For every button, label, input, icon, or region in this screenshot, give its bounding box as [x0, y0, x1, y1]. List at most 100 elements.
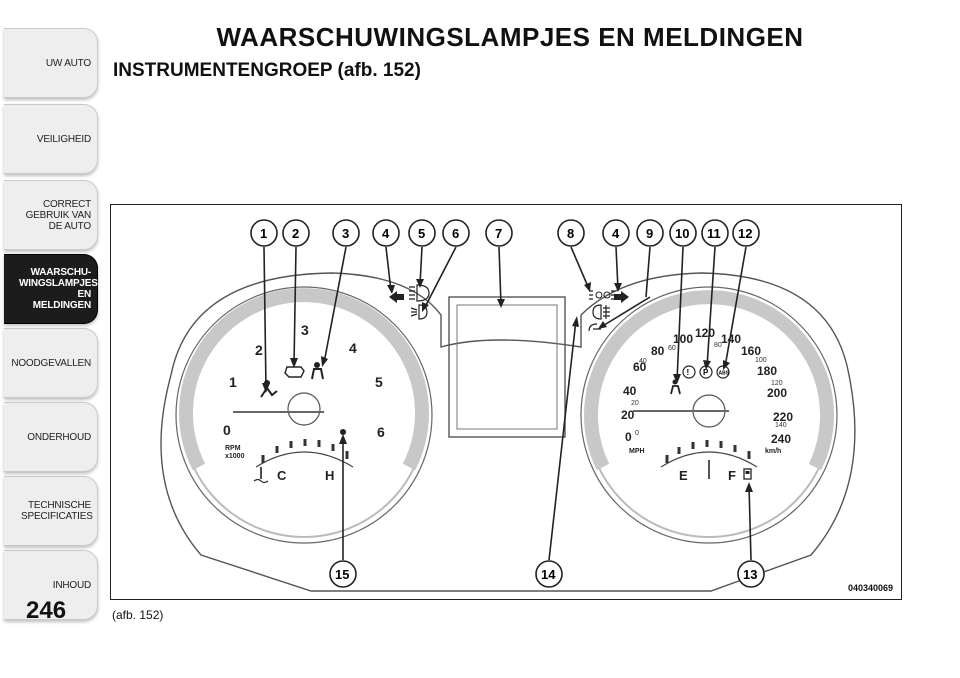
svg-text:10: 10 [675, 226, 689, 241]
tach-scale-label: x1000 [225, 453, 245, 460]
kmh-small-0: 0 [635, 430, 639, 437]
center-display-bezel [448, 296, 566, 438]
callout-2: 2 [282, 219, 310, 247]
callout-4a: 4 [372, 219, 400, 247]
section-heading: INSTRUMENTENGROEP (afb. 152) [113, 60, 421, 81]
svg-text:ABS: ABS [719, 371, 730, 377]
svg-text:3: 3 [342, 226, 349, 241]
tab-uw-auto[interactable]: UW AUTO [4, 28, 98, 98]
turn-right-icon [614, 291, 629, 303]
tach-number-3: 3 [301, 322, 309, 338]
coolant-temp-icon [253, 467, 269, 484]
speed-number-180: 180 [757, 364, 777, 378]
tab-waarschuwingslampjes[interactable]: WAARSCHU-WINGSLAMPJES EN MELDINGEN [4, 254, 98, 324]
fuel-pump-icon [743, 468, 752, 480]
temp-hot-label: H [325, 468, 334, 483]
page-title: WAARSCHUWINGSLAMPJES EN MELDINGEN [216, 22, 804, 52]
unit-kmh-label: km/h [765, 448, 781, 455]
speed-number-100: 100 [673, 332, 693, 346]
seatbelt-passenger-icon [670, 379, 681, 395]
callout-4b: 4 [602, 219, 630, 247]
kmh-small-140: 140 [775, 422, 787, 429]
svg-text:12: 12 [738, 226, 752, 241]
callout-10: 10 [669, 219, 697, 247]
engine-check-icon [284, 366, 305, 378]
callout-11: 11 [701, 219, 729, 247]
speedometer: 0 20 40 60 80 100 120 140 160 180 200 22… [580, 286, 838, 544]
callout-3: 3 [332, 219, 360, 247]
svg-text:!: ! [687, 368, 690, 377]
figure-code: 040340069 [847, 583, 893, 593]
center-display-screen [456, 304, 558, 430]
tab-correct-gebruik[interactable]: CORRECT GEBRUIK VAN DE AUTO [4, 180, 98, 250]
tach-number-2: 2 [255, 342, 263, 358]
callout-12: 12 [732, 219, 760, 247]
seatbelt-icon [311, 362, 324, 380]
tab-onderhoud[interactable]: ONDERHOUD [4, 402, 98, 472]
tab-veiligheid[interactable]: VEILIGHEID [4, 104, 98, 174]
fuel-empty-label: E [679, 468, 688, 483]
callout-bubbles: 1 2 3 4 5 6 7 8 4 9 10 11 12 15 14 13 [250, 219, 765, 588]
kmh-small-80: 80 [714, 342, 722, 349]
kmh-small-100: 100 [755, 357, 767, 364]
svg-text:14: 14 [541, 567, 556, 582]
speed-number-240: 240 [771, 432, 791, 446]
callout-6: 6 [442, 219, 470, 247]
kmh-small-60: 60 [668, 345, 676, 352]
glow-plug-icon [588, 323, 601, 332]
instrument-cluster-figure: 0 1 2 3 4 5 6 RPM x1000 [110, 204, 902, 600]
callout-leaders [263, 246, 752, 561]
svg-text:13: 13 [743, 567, 757, 582]
temp-cold-label: C [277, 468, 287, 483]
svg-text:9: 9 [646, 226, 653, 241]
tab-noodgevallen[interactable]: NOODGEVALLEN [4, 328, 98, 398]
kmh-small-20: 20 [631, 400, 639, 407]
kmh-small-120: 120 [771, 380, 783, 387]
svg-text:11: 11 [707, 226, 721, 241]
speed-number-20: 20 [621, 408, 635, 422]
callout-1: 1 [250, 219, 278, 247]
page-number: 246 [26, 597, 67, 624]
callout-8: 8 [557, 219, 585, 247]
brake-warning-icon: ! [682, 365, 696, 379]
tach-number-4: 4 [349, 340, 357, 356]
callout-5: 5 [408, 219, 436, 247]
tach-rpm-label: RPM [225, 445, 241, 452]
turn-left-icon [389, 291, 404, 303]
svg-text:1: 1 [260, 226, 267, 241]
speed-number-220: 220 [773, 410, 793, 424]
speed-number-60: 60 [633, 360, 647, 374]
tach-number-6: 6 [377, 424, 385, 440]
tach-number-5: 5 [375, 374, 383, 390]
indicator-dot [340, 429, 346, 435]
svg-text:P: P [703, 368, 709, 377]
kmh-small-40: 40 [639, 358, 647, 365]
speed-number-120: 120 [695, 326, 715, 340]
speed-number-140: 140 [721, 332, 741, 346]
tab-technische-specificaties[interactable]: TECHNISCHE SPECIFICATIES [4, 476, 98, 546]
rear-fog-icon [592, 304, 610, 320]
callout-arrowheads [262, 279, 753, 492]
speed-number-0: 0 [625, 430, 632, 444]
svg-text:5: 5 [418, 226, 425, 241]
callout-15: 15 [329, 560, 357, 588]
unit-mph-label: MPH [629, 448, 645, 455]
cluster-housing [160, 272, 856, 592]
svg-text:7: 7 [495, 226, 502, 241]
svg-text:2: 2 [292, 226, 299, 241]
tach-number-0: 0 [223, 422, 231, 438]
tach-number-1: 1 [229, 374, 237, 390]
speed-number-160: 160 [741, 344, 761, 358]
callout-13: 13 [737, 560, 765, 588]
svg-text:4: 4 [382, 226, 390, 241]
fuel-full-label: F [728, 468, 736, 483]
speed-number-80: 80 [651, 344, 665, 358]
airbag-warning-icon [260, 380, 278, 398]
svg-text:8: 8 [567, 226, 574, 241]
speed-number-40: 40 [623, 384, 637, 398]
tab-inhoud[interactable]: INHOUD [4, 550, 98, 620]
figure-caption: (afb. 152) [112, 608, 164, 622]
callout-7: 7 [485, 219, 513, 247]
high-beam-icon [409, 284, 430, 302]
svg-text:15: 15 [335, 567, 349, 582]
